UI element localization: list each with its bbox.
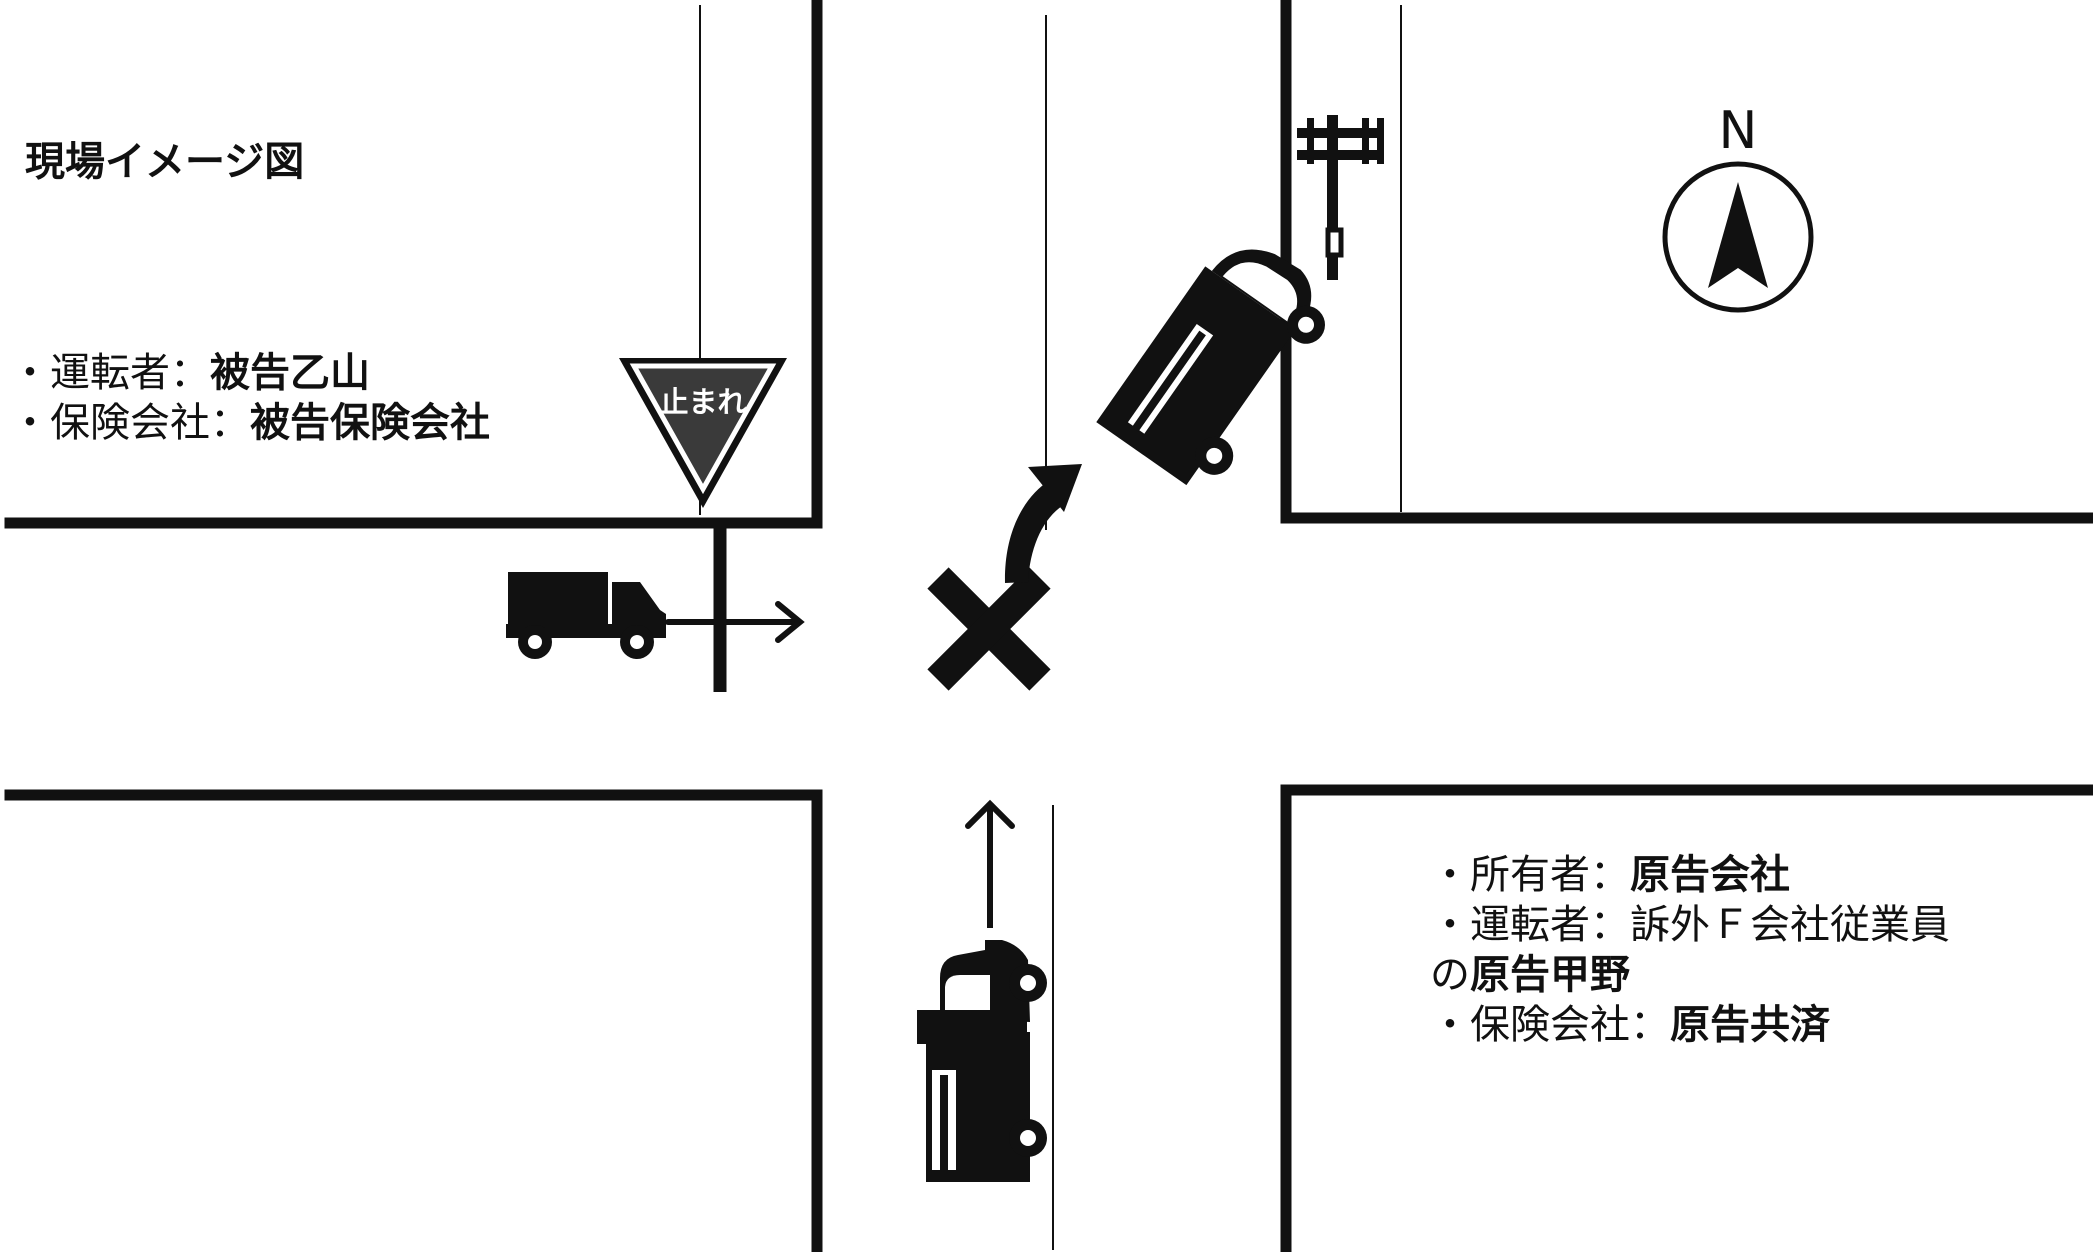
plaintiff-insurer-prefix: ・保険会社： <box>1430 1002 1670 1048</box>
car-icon <box>917 799 1047 1182</box>
plaintiff-driver-line: ・運転者：訴外Ｆ会社従業員 <box>1430 900 1950 950</box>
plaintiff-owner-prefix: ・所有者： <box>1430 852 1630 898</box>
truck-path-arrow <box>665 601 805 643</box>
plaintiff-insurer-value: 原告共済 <box>1670 1002 1830 1048</box>
compass-letter: N <box>1719 101 1758 161</box>
truck-icon <box>506 572 666 659</box>
plaintiff-owner-value: 原告会社 <box>1630 852 1790 898</box>
road-boundaries <box>4 0 2093 1252</box>
plaintiff-insurer-line: ・保険会社：原告共済 <box>1430 1000 1830 1050</box>
defendant-driver-value: 被告乙山 <box>210 350 370 396</box>
crashed-car-icon <box>1096 249 1326 486</box>
deflection-arrow <box>1004 464 1082 583</box>
stop-sign-icon: 止まれ <box>619 358 787 508</box>
defendant-insurer-prefix: ・保険会社： <box>10 400 250 446</box>
lane-lines <box>699 5 1402 1250</box>
plaintiff-owner-line: ・所有者：原告会社 <box>1430 850 1790 900</box>
collision-x-icon <box>927 567 1051 691</box>
stop-sign-label: 止まれ <box>659 385 746 419</box>
defendant-driver-prefix: ・運転者： <box>10 350 210 396</box>
plaintiff-driver-prefix: ・運転者：訴外Ｆ会社従業員 <box>1430 902 1950 948</box>
utility-pole-icon <box>1297 115 1384 280</box>
north-arrow-icon: N <box>1662 101 1814 313</box>
page-title: 現場イメージ図 <box>25 139 305 185</box>
defendant-insurer-line: ・保険会社：被告保険会社 <box>10 398 490 448</box>
defendant-insurer-value: 被告保険会社 <box>250 400 490 446</box>
plaintiff-driver-line2-prefix: の <box>1430 952 1470 998</box>
defendant-driver-line: ・運転者：被告乙山 <box>10 348 370 398</box>
plaintiff-driver-line-2: の原告甲野 <box>1430 950 1630 1000</box>
plaintiff-driver-value: 原告甲野 <box>1470 952 1630 998</box>
